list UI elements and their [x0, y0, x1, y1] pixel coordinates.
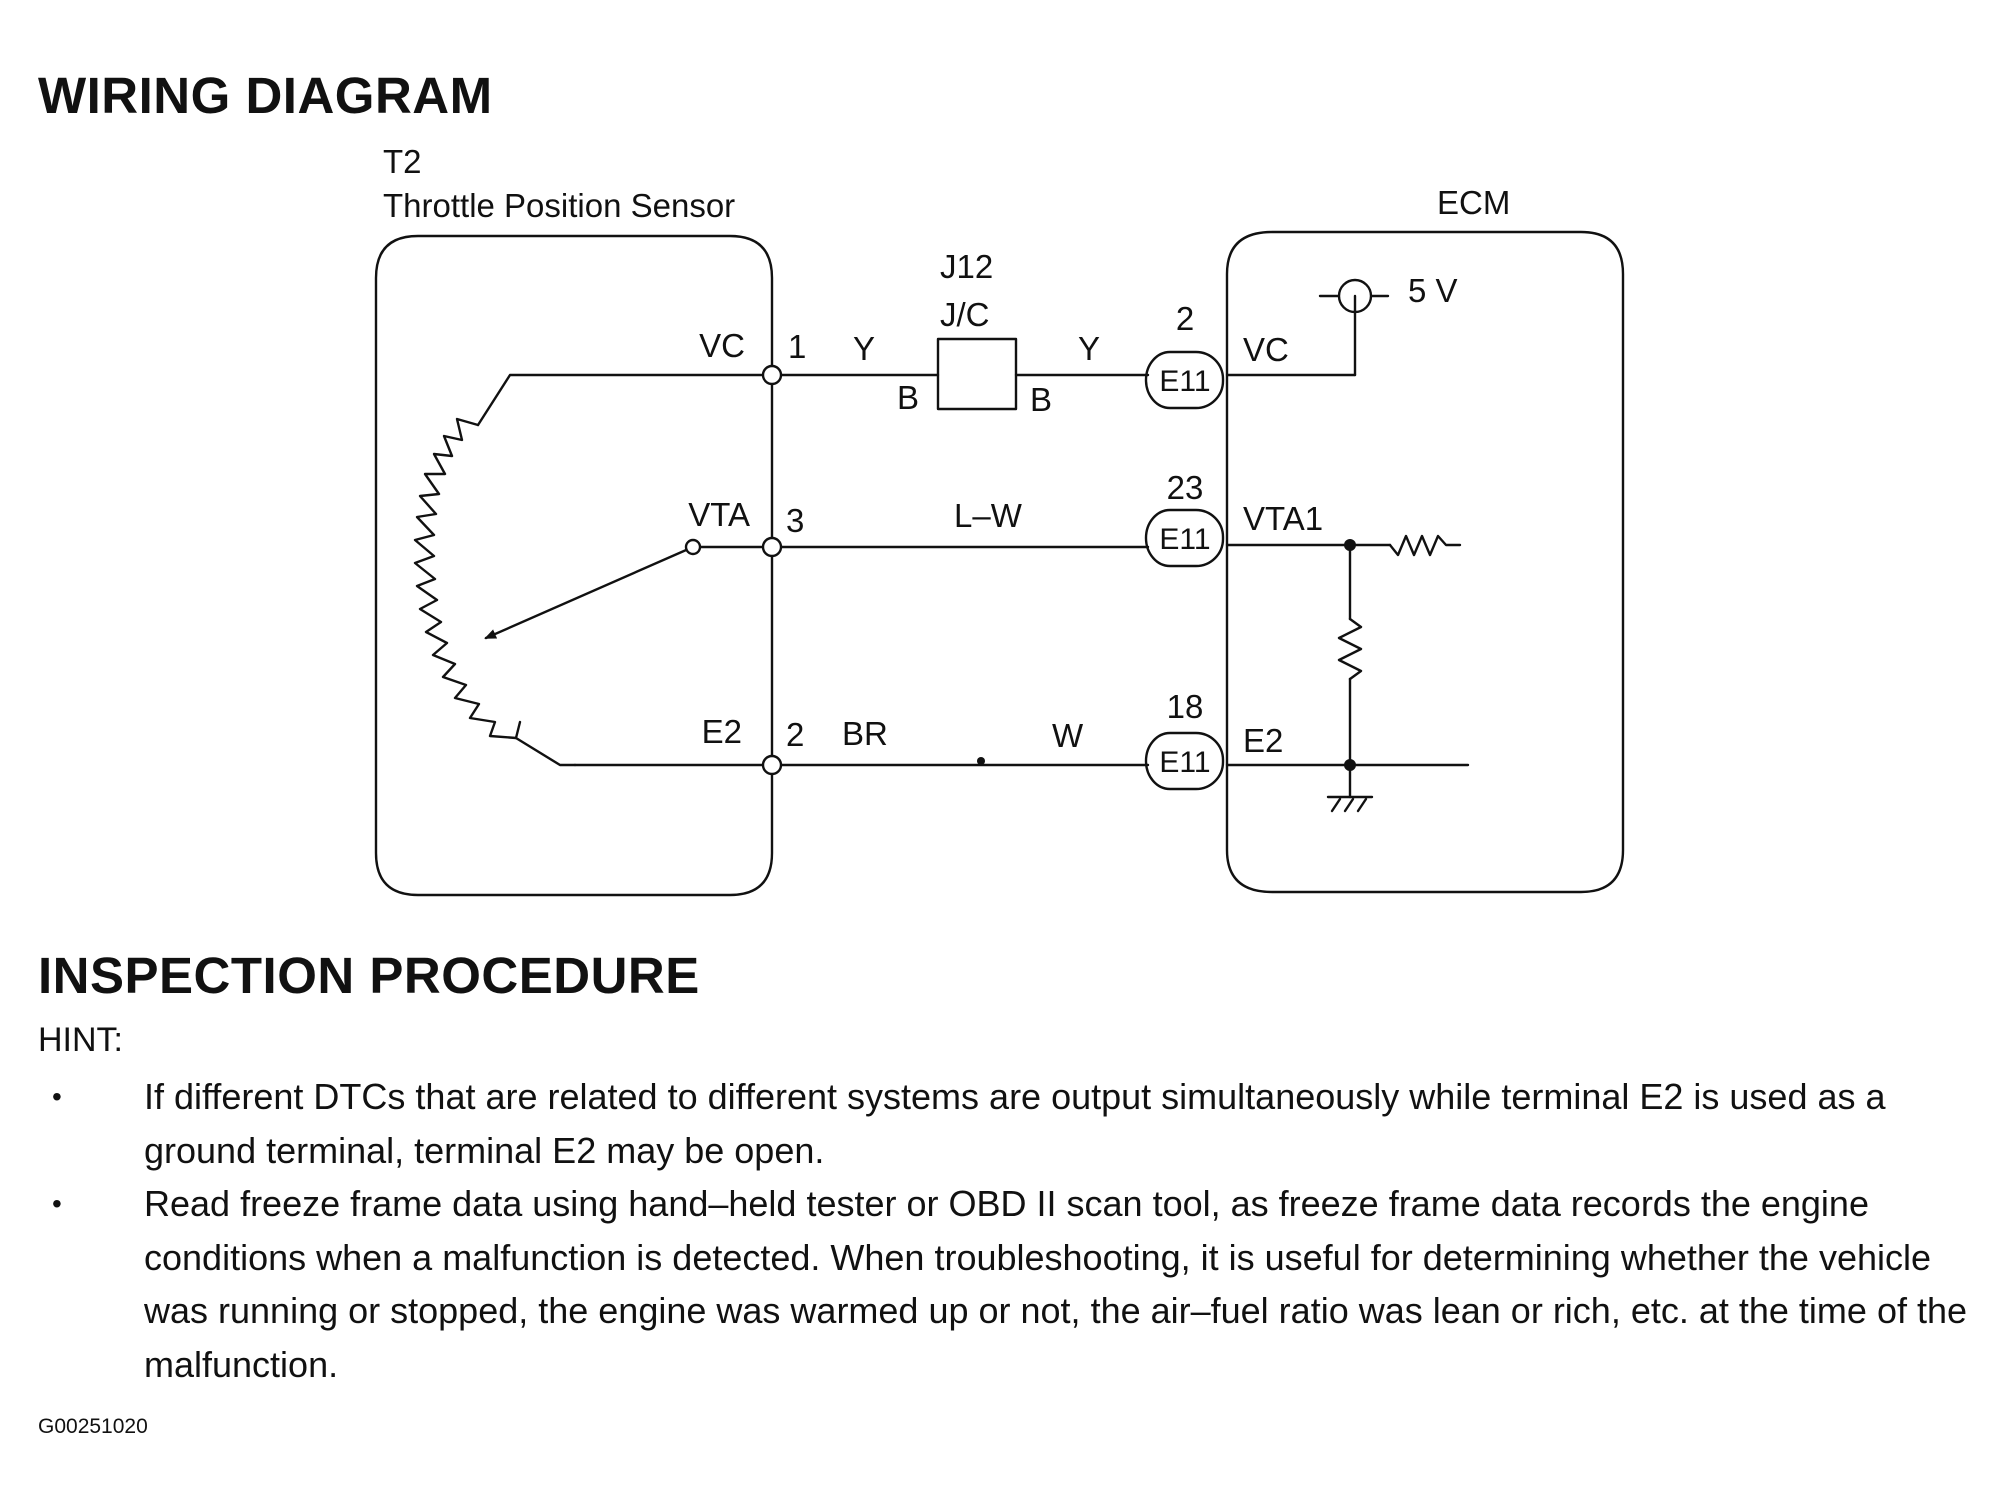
bullet-icon: •: [52, 1188, 62, 1219]
hint-item: • Read freeze frame data using hand–held…: [0, 1177, 1989, 1391]
wiper-arrow: [484, 545, 695, 640]
ecm-terminal-e2: E2: [1243, 722, 1283, 759]
junction-code: J12: [940, 248, 993, 285]
ecm-connector-vc: [1144, 350, 1225, 410]
ecm-label: ECM: [1437, 184, 1510, 221]
wiring-diagram: T2 Throttle Position Sensor ECM 5 V J12 …: [374, 143, 1625, 897]
ecm-connector-code-vta1: E11: [1159, 523, 1210, 556]
sensor-resistive-track: [413, 417, 522, 740]
bullet-icon: •: [52, 1081, 62, 1112]
ecm-connector-e2: [1144, 731, 1225, 791]
sensor-terminal-e2: E2: [702, 713, 742, 750]
sensor-box: [374, 234, 774, 897]
sensor-pin-e2: 2: [786, 716, 804, 753]
wire-color-e2-left: BR: [842, 715, 888, 752]
ecm-connector-vta1: [1144, 508, 1225, 568]
hint-text: If different DTCs that are related to di…: [144, 1076, 1886, 1171]
terminal-pin-1: [761, 364, 783, 386]
wire-color-e2-right: W: [1052, 717, 1084, 754]
ecm-pin-e2: 18: [1167, 688, 1204, 725]
wire-color-vc-right: Y: [1078, 330, 1100, 367]
junction-name: J/C: [940, 296, 990, 333]
wire-color-vta: L–W: [954, 497, 1023, 534]
ecm-terminal-vc: VC: [1243, 331, 1289, 368]
junction-node-vta1: [1344, 539, 1356, 551]
ecm-terminal-vta1: VTA1: [1243, 500, 1323, 537]
junction-connector-box: [936, 337, 1018, 411]
wire-color-vc-left: Y: [853, 330, 875, 367]
ecm-resistor-vertical: [1337, 617, 1363, 681]
junction-pin-right: B: [1030, 381, 1052, 418]
figure-code: G00251020: [38, 1415, 148, 1438]
sensor-pin-vta: 3: [786, 502, 804, 539]
sensor-code: T2: [383, 143, 422, 180]
hint-item: • If different DTCs that are related to …: [0, 1070, 1989, 1177]
supply-5v-symbol: [1337, 278, 1373, 314]
wiring-diagram-heading: WIRING DIAGRAM: [38, 67, 493, 124]
wiper-terminal: [684, 538, 702, 556]
inspection-procedure-heading: INSPECTION PROCEDURE: [38, 947, 700, 1004]
hint-list: • If different DTCs that are related to …: [0, 1070, 2013, 1391]
sensor-pin-vc: 1: [788, 328, 806, 365]
ecm-connector-code-e2: E11: [1159, 746, 1210, 779]
ecm-connector-code-vc: E11: [1159, 365, 1210, 398]
terminal-pin-2: [761, 754, 783, 776]
junction-pin-left: B: [897, 379, 919, 416]
terminal-pin-3: [761, 536, 783, 558]
sensor-terminal-vc: VC: [699, 327, 745, 364]
sensor-terminal-vta: VTA: [688, 496, 750, 533]
sensor-name: Throttle Position Sensor: [383, 187, 735, 224]
supply-voltage-label: 5 V: [1408, 272, 1458, 309]
ecm-resistor-horizontal: [1388, 534, 1462, 557]
splice-point: [977, 757, 985, 765]
hint-label: HINT:: [38, 1021, 123, 1059]
hint-text: Read freeze frame data using hand–held t…: [144, 1183, 1968, 1385]
ecm-pin-vc: 2: [1176, 300, 1194, 337]
junction-node-e2: [1344, 759, 1356, 771]
ecm-box: [1225, 230, 1625, 894]
ecm-pin-vta1: 23: [1167, 469, 1204, 506]
